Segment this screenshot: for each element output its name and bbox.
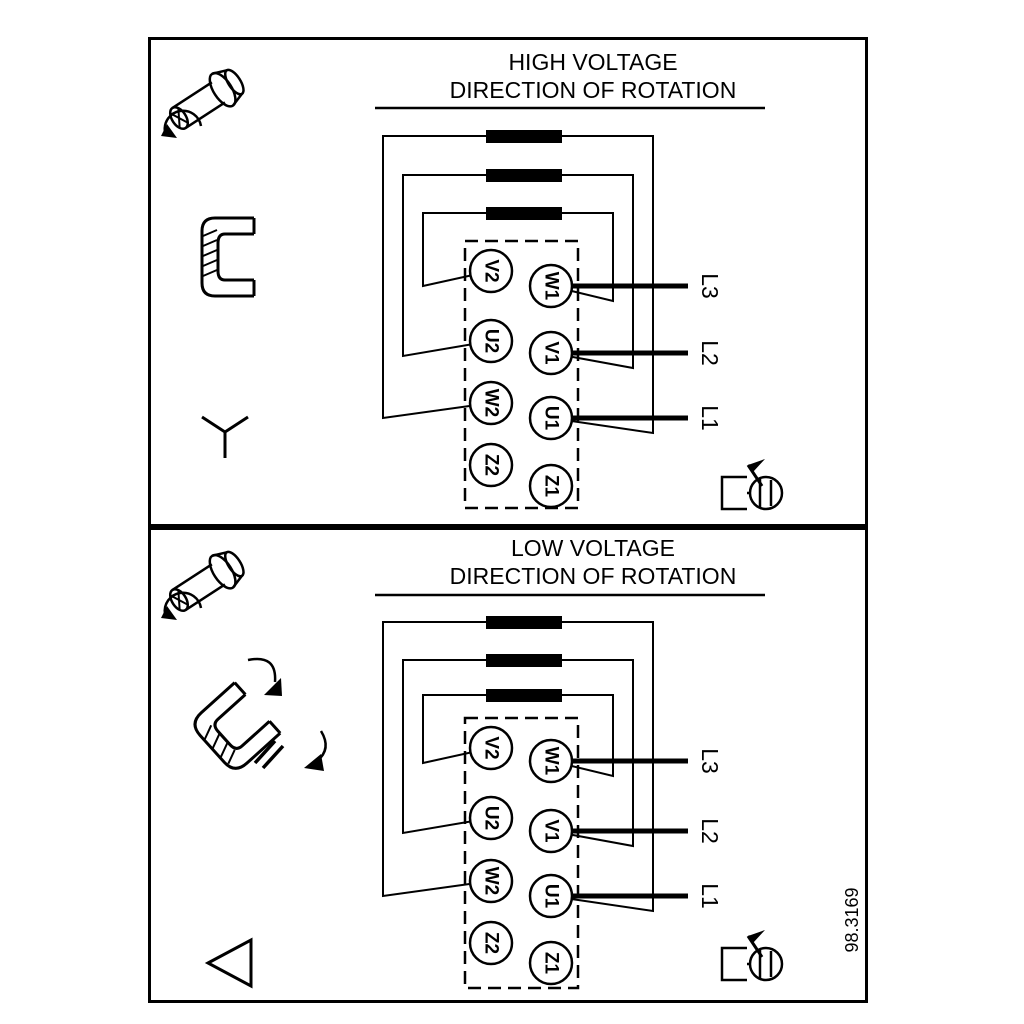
terminal-z1: Z1 — [528, 940, 574, 986]
terminal-u2: U2 — [468, 318, 514, 364]
terminal-w1: W1 — [528, 263, 574, 309]
supply-lines — [572, 283, 688, 421]
panel-high-voltage: HIGH VOLTAGE DIRECTION OF ROTATION — [148, 37, 868, 527]
panel-title-line2: DIRECTION OF ROTATION — [450, 77, 737, 103]
jumper-bar — [486, 207, 562, 220]
terminal-u2: U2 — [468, 795, 514, 841]
supply-label-l3: L3 — [697, 748, 723, 774]
rotation-arrowhead — [161, 124, 177, 138]
terminal-z2: Z2 — [468, 920, 514, 966]
supply-label-l2: L2 — [697, 340, 723, 366]
high-voltage-drawing: HIGH VOLTAGE DIRECTION OF ROTATION — [161, 49, 784, 511]
rotation-direction-icon — [720, 459, 784, 511]
terminal-v2: V2 — [468, 248, 514, 294]
placement-arrowhead — [264, 678, 282, 696]
terminal-w1: W1 — [528, 738, 574, 784]
svg-text:V2: V2 — [481, 259, 502, 282]
delta-connection-icon — [204, 937, 253, 989]
svg-text:U1: U1 — [541, 406, 562, 431]
supply-label-l1: L1 — [697, 883, 723, 909]
jumper-bar — [486, 130, 562, 143]
low-voltage-drawing: LOW VOLTAGE DIRECTION OF ROTATION — [161, 535, 862, 990]
figure-reference: 98.3169 — [842, 887, 862, 952]
svg-text:W1: W1 — [541, 272, 562, 301]
jumper-bar — [486, 169, 562, 182]
rotation-arrow-icon — [163, 109, 203, 133]
connection-wires — [382, 621, 654, 913]
supply-label-l1: L1 — [697, 405, 723, 431]
supply-label-l3: L3 — [697, 273, 723, 299]
svg-text:V1: V1 — [541, 341, 562, 365]
supply-label-l2: L2 — [697, 818, 723, 844]
screw-icon — [161, 550, 245, 620]
terminal-box — [463, 716, 580, 990]
svg-text:V2: V2 — [481, 736, 502, 759]
svg-text:U2: U2 — [481, 329, 502, 353]
svg-text:U2: U2 — [481, 806, 502, 830]
terminal-u1: U1 — [528, 873, 574, 919]
jumper-end-icon — [253, 739, 285, 770]
svg-text:V1: V1 — [541, 819, 562, 843]
jumper-bars — [486, 616, 562, 702]
rotation-arrow-icon — [163, 591, 203, 615]
terminal-w2: W2 — [468, 380, 514, 426]
terminal-u1: U1 — [528, 395, 574, 441]
panel-title-line1: LOW VOLTAGE — [511, 535, 675, 561]
svg-text:W2: W2 — [481, 389, 502, 418]
jumper-link-icon — [193, 681, 282, 770]
placement-arrow-icon — [247, 657, 277, 683]
svg-text:W2: W2 — [481, 867, 502, 896]
star-connection-icon — [201, 415, 249, 458]
terminal-w2: W2 — [468, 858, 514, 904]
terminal-v2: V2 — [468, 725, 514, 771]
placement-arrowhead — [304, 754, 324, 771]
svg-text:W1: W1 — [541, 747, 562, 776]
jumper-bars — [486, 130, 562, 220]
terminal-v1: V1 — [528, 808, 574, 854]
rotation-direction-icon — [720, 930, 784, 982]
jumper-link-icon — [200, 216, 256, 298]
screw-icon — [161, 68, 245, 138]
rotation-arrowhead — [161, 606, 177, 620]
jumper-placement-icons — [193, 657, 327, 771]
panel-title-line2: DIRECTION OF ROTATION — [450, 563, 737, 589]
terminal-v1: V1 — [528, 330, 574, 376]
panel-title-line1: HIGH VOLTAGE — [508, 49, 677, 75]
svg-text:Z2: Z2 — [481, 932, 502, 954]
jumper-bar — [486, 689, 562, 702]
terminal-z1: Z1 — [528, 463, 574, 509]
jumper-bar — [486, 654, 562, 667]
terminal-z2: Z2 — [468, 442, 514, 488]
svg-text:Z1: Z1 — [541, 952, 562, 975]
svg-text:Z1: Z1 — [541, 475, 562, 498]
supply-lines — [572, 758, 688, 899]
terminal-box — [463, 239, 580, 510]
svg-text:U1: U1 — [541, 884, 562, 909]
panel-low-voltage: LOW VOLTAGE DIRECTION OF ROTATION — [148, 527, 868, 1003]
jumper-bar — [486, 616, 562, 629]
svg-text:Z2: Z2 — [481, 454, 502, 476]
